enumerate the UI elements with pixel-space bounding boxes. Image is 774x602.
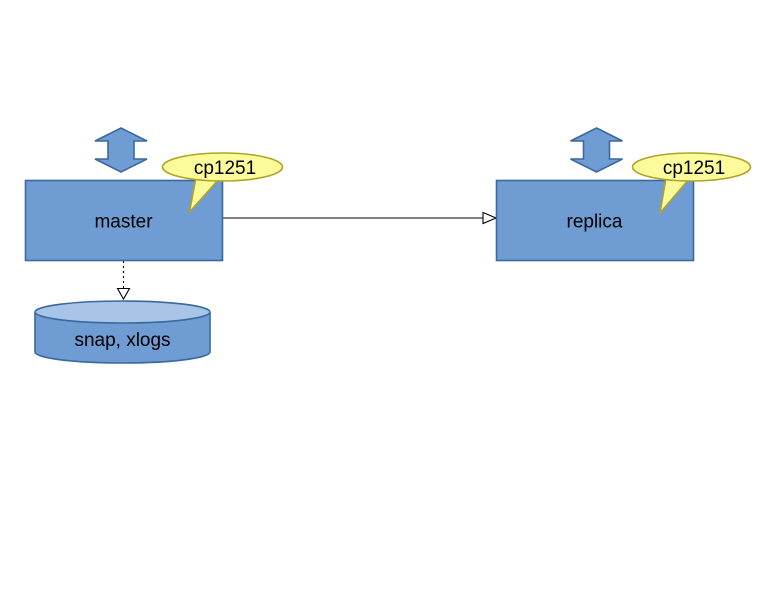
open-triangle-arrowhead bbox=[116, 287, 131, 301]
storage-cylinder-body bbox=[34, 312, 211, 364]
cp1251-callout-master bbox=[161, 152, 284, 182]
replica-node bbox=[495, 179, 695, 262]
cp1251-callout-replica-label: cp1251 bbox=[663, 158, 725, 179]
cp1251-callout-master-label: cp1251 bbox=[194, 158, 256, 179]
storage-cylinder-top bbox=[34, 300, 211, 324]
master-node-label: master bbox=[94, 212, 153, 233]
master-node bbox=[24, 179, 224, 262]
open-triangle-arrowhead bbox=[482, 211, 498, 225]
replica-node-label: replica bbox=[567, 212, 623, 233]
up-down-arrow-icon bbox=[570, 127, 623, 173]
up-down-arrow-icon bbox=[94, 127, 148, 173]
cp1251-callout-replica bbox=[631, 152, 752, 182]
storage-label: snap, xlogs bbox=[74, 330, 170, 351]
